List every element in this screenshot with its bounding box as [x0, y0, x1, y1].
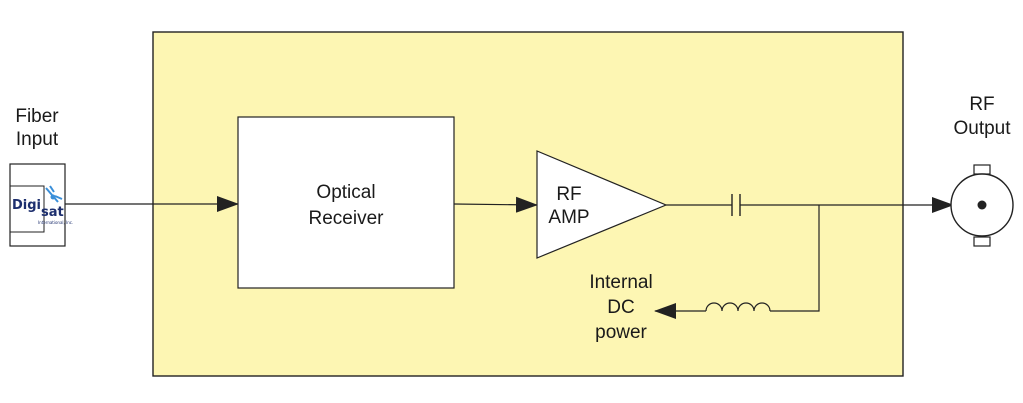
- optical-receiver-block: [237, 116, 455, 289]
- rf-output-connector: [950, 164, 1014, 247]
- fiber-input-connector: Digi sat International, Inc.: [9, 163, 73, 247]
- dc-power-label-line1: Internal: [589, 272, 652, 293]
- dc-branch-line: [770, 205, 820, 312]
- rf-output-label-line2: Output: [953, 118, 1011, 139]
- logo-text-a: Digi: [12, 198, 41, 213]
- dc-power-label-line3: power: [595, 322, 647, 343]
- rf-output-pin: [977, 200, 987, 210]
- logo-text-b: sat: [41, 205, 64, 220]
- rf-amp-triangle: [536, 150, 668, 259]
- optical-receiver-label-line2: Receiver: [309, 208, 385, 229]
- inductor-coil: [705, 302, 771, 312]
- fiber-input-label-line2: Input: [16, 129, 59, 150]
- receiver-to-amp-arrow: [453, 196, 538, 213]
- rf-output-label-line1: RF: [969, 94, 994, 115]
- digisat-logo: Digi sat International, Inc.: [12, 185, 73, 225]
- optical-receiver-label-line1: Optical: [316, 182, 375, 203]
- logo-subtext: International, Inc.: [38, 220, 73, 225]
- dc-power-label-line2: DC: [607, 297, 634, 318]
- rf-amp-label-line2: AMP: [548, 207, 589, 228]
- rf-amp-label-line1: RF: [556, 184, 581, 205]
- fiber-input-label-line1: Fiber: [15, 106, 59, 127]
